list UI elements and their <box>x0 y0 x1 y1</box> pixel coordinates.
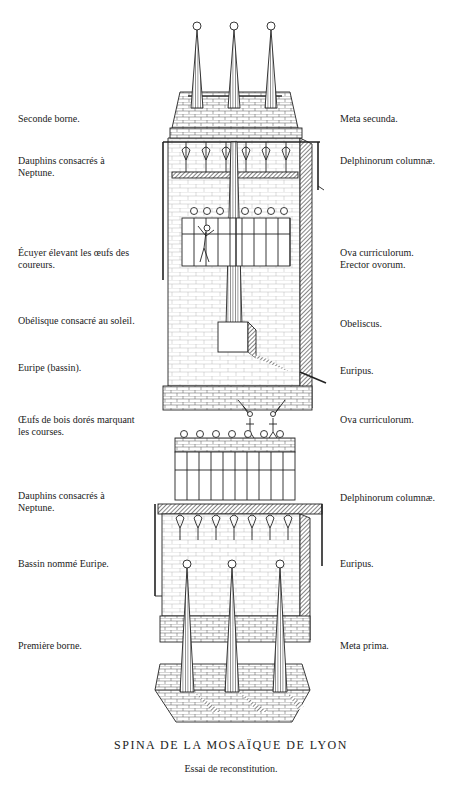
french-label: Première borne. <box>18 640 142 652</box>
egg <box>261 431 268 438</box>
repeated-ornaments <box>176 142 292 540</box>
egg-bar <box>278 218 279 266</box>
latin-label: Meta prima. <box>340 640 454 652</box>
latin-label: Ova curriculorum. <box>340 414 454 426</box>
egg-bar <box>283 452 284 500</box>
egg <box>217 208 224 215</box>
dolphin <box>222 142 230 172</box>
upper-spina <box>163 22 326 410</box>
dolphin <box>248 515 256 540</box>
egg-bar <box>230 218 231 266</box>
dolphin <box>266 515 274 540</box>
title: SPINA DE LA MOSAÏQUE DE LYON <box>0 738 462 753</box>
french-label: Euripe (bassin). <box>18 362 142 374</box>
french-label: Obélisque consacré au soleil. <box>18 315 142 327</box>
egg-bar <box>242 218 243 266</box>
egg-bar <box>271 452 272 500</box>
egg-bar <box>290 218 291 266</box>
egg <box>213 431 220 438</box>
egg-bar <box>266 218 267 266</box>
rider-figure <box>198 226 214 262</box>
egg <box>181 431 188 438</box>
rider-head <box>204 225 210 231</box>
latin-label: Meta secunda. <box>340 113 454 125</box>
french-label: Écuyer élevant les œufs des coureurs. <box>18 247 142 270</box>
egg <box>268 208 275 215</box>
egg <box>197 431 204 438</box>
dolphin <box>176 515 184 540</box>
latin-label: Ova curriculorum. <box>340 247 454 259</box>
french-label: Œufs de bois dorés marquant les courses. <box>18 414 142 437</box>
egg <box>245 431 252 438</box>
egg-bar <box>235 452 236 500</box>
latin-label: Erector ovorum. <box>340 259 454 271</box>
egg <box>204 208 211 215</box>
latin-label: Obeliscus. <box>340 318 454 330</box>
latin-label: Delphinorum columnæ. <box>340 155 454 167</box>
egg <box>255 208 262 215</box>
french-label: Bassin nommé Euripe. <box>18 558 142 570</box>
lower-spina <box>155 400 322 722</box>
egg-bar <box>223 452 224 500</box>
dolphin <box>242 142 250 172</box>
dolphin <box>262 142 270 172</box>
egg-bar <box>259 452 260 500</box>
french-label: Seconde borne. <box>18 113 142 125</box>
egg-bar <box>254 218 255 266</box>
french-label: Dauphins consacrés à Neptune. <box>18 155 142 178</box>
egg-bar <box>187 452 188 500</box>
caption: Essai de reconstitution. <box>0 763 462 774</box>
egg <box>242 208 249 215</box>
dolphin <box>284 515 292 540</box>
egg-bar <box>194 218 195 266</box>
dolphin <box>212 515 220 540</box>
egg <box>229 431 236 438</box>
latin-label: Euripus. <box>340 558 454 570</box>
egg <box>277 431 284 438</box>
dolphin <box>194 515 202 540</box>
dolphin <box>182 142 190 172</box>
dolphin <box>202 142 210 172</box>
french-label: Dauphins consacrés à Neptune. <box>18 490 142 513</box>
dolphin <box>230 515 238 540</box>
dolphin <box>282 142 290 172</box>
egg-bar <box>199 452 200 500</box>
latin-label: Euripus. <box>340 365 454 377</box>
egg <box>191 208 198 215</box>
egg-bar <box>218 218 219 266</box>
latin-label: Delphinorum columnæ. <box>340 492 454 504</box>
egg-bar <box>211 452 212 500</box>
egg-bar <box>247 452 248 500</box>
egg <box>281 208 288 215</box>
